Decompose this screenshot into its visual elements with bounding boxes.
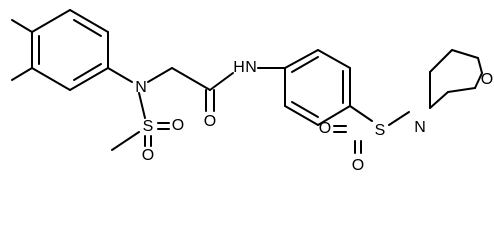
meta-methyl-bond — [11, 67, 33, 81]
para-methyl-bond — [11, 19, 33, 33]
atom-o-morpholine: O — [481, 71, 493, 88]
atom-s-sulfonyl: S — [375, 122, 386, 139]
dimethylphenyl-ring — [31, 9, 109, 91]
morpholine-ring — [429, 49, 483, 109]
s-morpholine-n-bond — [388, 111, 410, 126]
para-phenylene-ring — [284, 49, 351, 126]
n-ch2-bond — [147, 67, 173, 83]
n-s-bond — [138, 92, 146, 119]
s-methyl-bond — [111, 131, 140, 151]
atom-s-methylsulfonyl: S — [143, 118, 154, 135]
atom-n-sulfonamide: N — [135, 79, 147, 96]
molecule-diagram: N S O O O H N S O O N O — [11, 9, 494, 175]
atom-h-amide: H — [233, 59, 245, 76]
ch2-carbonyl-bond — [171, 67, 211, 91]
atom-o2-methylsulfonyl: O — [172, 117, 184, 134]
atom-n-amide: N — [245, 59, 257, 76]
molecule-svg: N S O O O H N S O O N O — [11, 9, 493, 174]
atom-o2-sulfonyl: O — [352, 157, 364, 174]
carbonyl-nh-bond — [209, 72, 234, 91]
aryl-sulfonyl-bond — [349, 105, 373, 122]
atom-o-carbonyl: O — [204, 113, 216, 130]
aryl-n-bond — [107, 67, 133, 83]
atom-o1-methylsulfonyl: O — [142, 147, 154, 164]
atom-o1-sulfonyl: O — [319, 120, 331, 137]
atom-n-morpholine: N — [414, 119, 426, 136]
